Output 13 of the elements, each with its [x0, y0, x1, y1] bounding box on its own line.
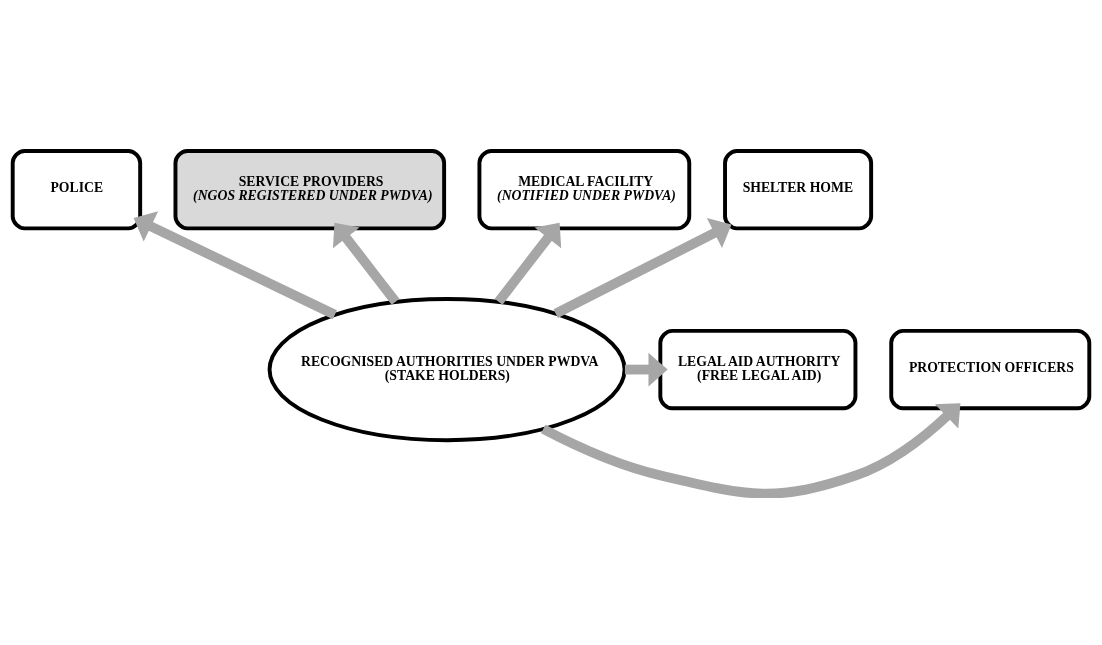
node-box: LEGAL AID AUTHORITY (FREE LEGAL AID): [658, 328, 858, 411]
arrow: [494, 222, 562, 305]
node-box: SERVICE PROVIDERS (NGOS REGISTERED UNDER PWDVA): [173, 148, 447, 231]
arrow: [624, 352, 668, 387]
node-box: PROTECTION OFFICERS: [889, 328, 1092, 411]
node-box: SHELTER HOME: [723, 148, 874, 231]
node-box: POLICE: [10, 148, 143, 231]
node-ellipse: RECOGNISED AUTHORITIES UNDER PWDVA (STAKE HOLDERS): [267, 297, 627, 443]
arrow: [133, 211, 337, 320]
arrow: [332, 222, 400, 305]
arrow: [541, 403, 961, 498]
arrow: [553, 218, 732, 318]
node-box: MEDICAL FACILITY (NOTIFIED UNDER PWDVA): [477, 148, 692, 231]
